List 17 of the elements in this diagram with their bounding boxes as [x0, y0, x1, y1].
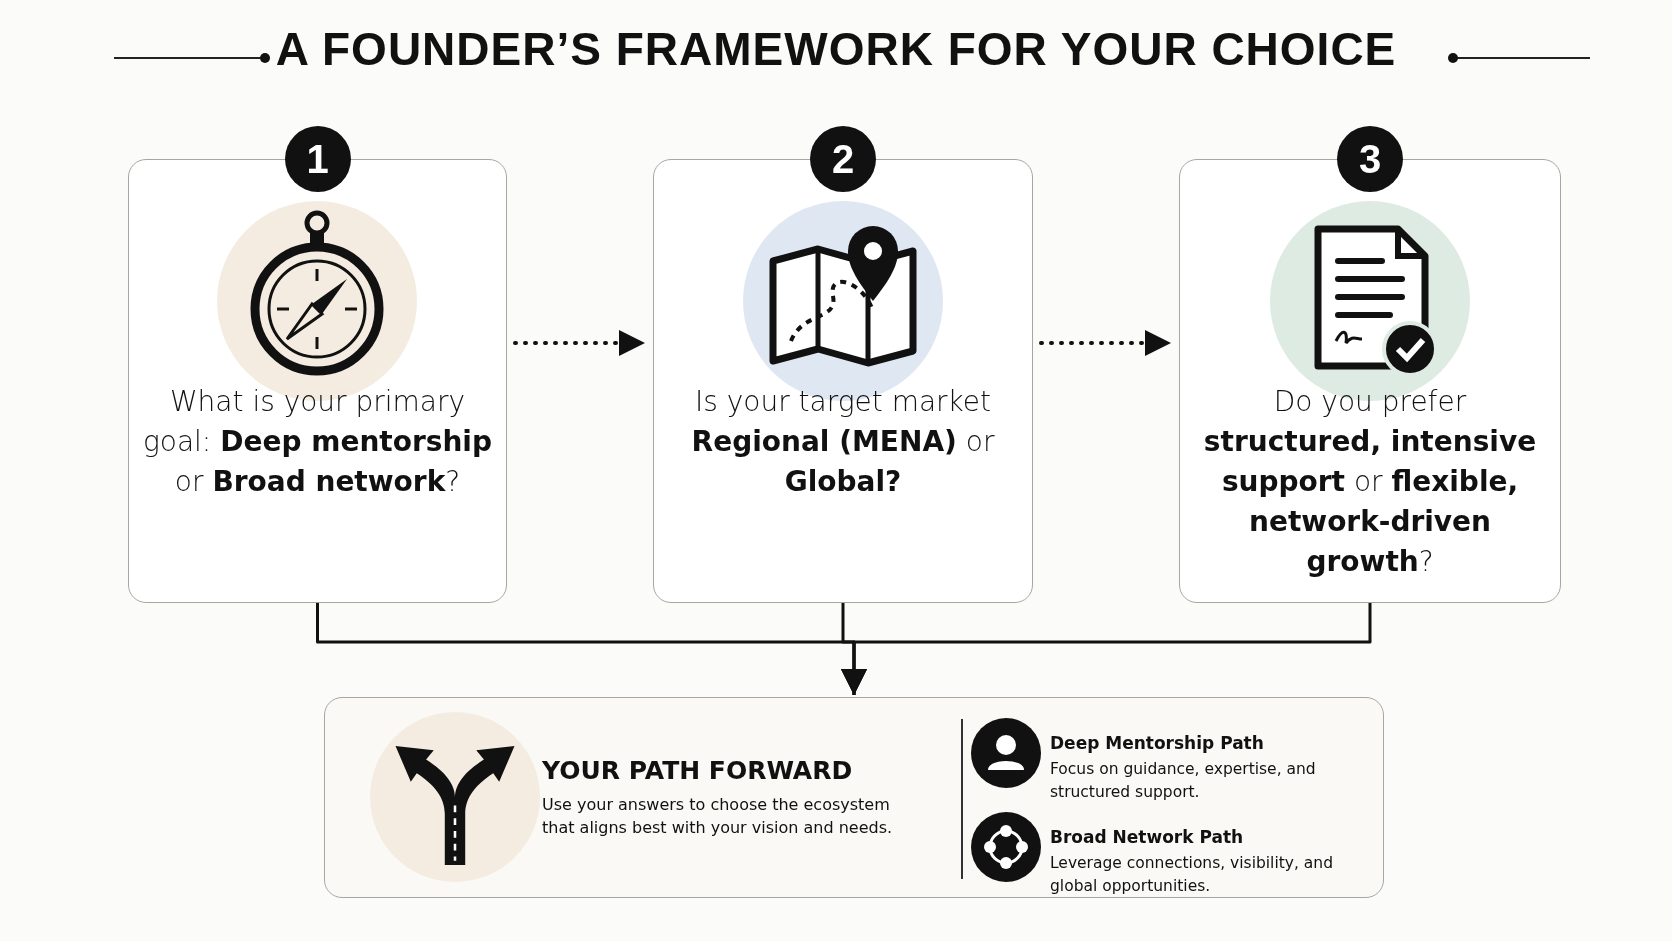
- result-panel: [324, 697, 1384, 898]
- dotted-arrow: [513, 330, 647, 356]
- question-text: Do you prefer structured, intensive support or flexible, network-driven growth?: [1202, 384, 1538, 580]
- title: A FOUNDER’S FRAMEWORK FOR YOUR CHOICE: [275, 23, 1397, 75]
- step-number: 3: [1337, 126, 1403, 192]
- question-text: Is your target market Regional (MENA) or Global?: [690, 384, 996, 500]
- result-heading: YOUR PATH FORWARD: [542, 756, 853, 785]
- arrow: [841, 603, 1372, 695]
- question-text: What is your primary goal: Deep mentorship or Broad network?: [143, 384, 492, 500]
- result-description: Use your answers to choose the ecosystem that aligns best with your vision and needs.: [542, 794, 894, 839]
- path-description: Leverage connections, visibility, and global opportunities.: [1050, 853, 1334, 897]
- path-title: Broad Network Path: [1050, 826, 1245, 849]
- dotted-arrow: [1039, 330, 1173, 356]
- step-number: 2: [810, 126, 876, 192]
- path-description: Focus on guidance, expertise, and structured support.: [1050, 759, 1317, 803]
- step-number: 1: [284, 126, 351, 192]
- path-title: Deep Mentorship Path: [1050, 732, 1265, 755]
